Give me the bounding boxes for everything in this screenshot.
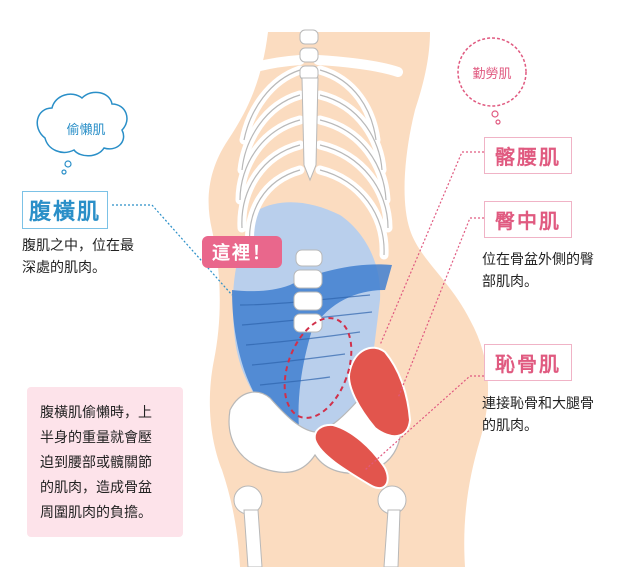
transverse-abdominis-title: 腹橫肌: [22, 191, 109, 229]
femur-shafts: [243, 509, 401, 567]
lazy-cloud-outline: [36, 91, 128, 157]
working-cloud-tail: [491, 110, 501, 125]
working-muscle-label: 勤勞肌: [472, 67, 512, 82]
gluteus-medius-desc: 位在骨盆外側的臀 部肌肉。: [482, 252, 594, 290]
transverse-abdominis-desc: 腹肌之中，位在最 深處的肌肉。: [22, 238, 134, 276]
clavicles: [217, 55, 403, 83]
sternum: [301, 77, 319, 182]
pectineus-desc: 連接恥骨和大腿骨 的肌肉。: [482, 396, 594, 434]
working-cloud-outline: [457, 37, 527, 107]
note-text: 腹橫肌偷懶時，上 半身的重量就會壓 迫到腰部或髖關節 的肌肉，造成骨盆 周圍肌肉…: [40, 405, 152, 521]
pectineus-shape: [313, 423, 389, 490]
lazy-cloud-tail: [61, 160, 72, 175]
ribcage-outline: [239, 69, 389, 256]
gluteus-medius-shape: [348, 346, 412, 438]
spine: [293, 29, 323, 333]
pectineus-title: 恥骨肌: [484, 344, 572, 381]
gluteus-medius-title: 臀中肌: [484, 201, 572, 238]
here-tag: 這裡！: [202, 236, 282, 268]
here-highlight-ellipse: [283, 317, 353, 419]
lazy-muscle-label: 偷懶肌: [66, 123, 106, 138]
iliopsoas-title: 髂腰肌: [484, 137, 572, 174]
abdominal-muscle-dark: [232, 264, 392, 440]
note-box: [27, 387, 183, 537]
